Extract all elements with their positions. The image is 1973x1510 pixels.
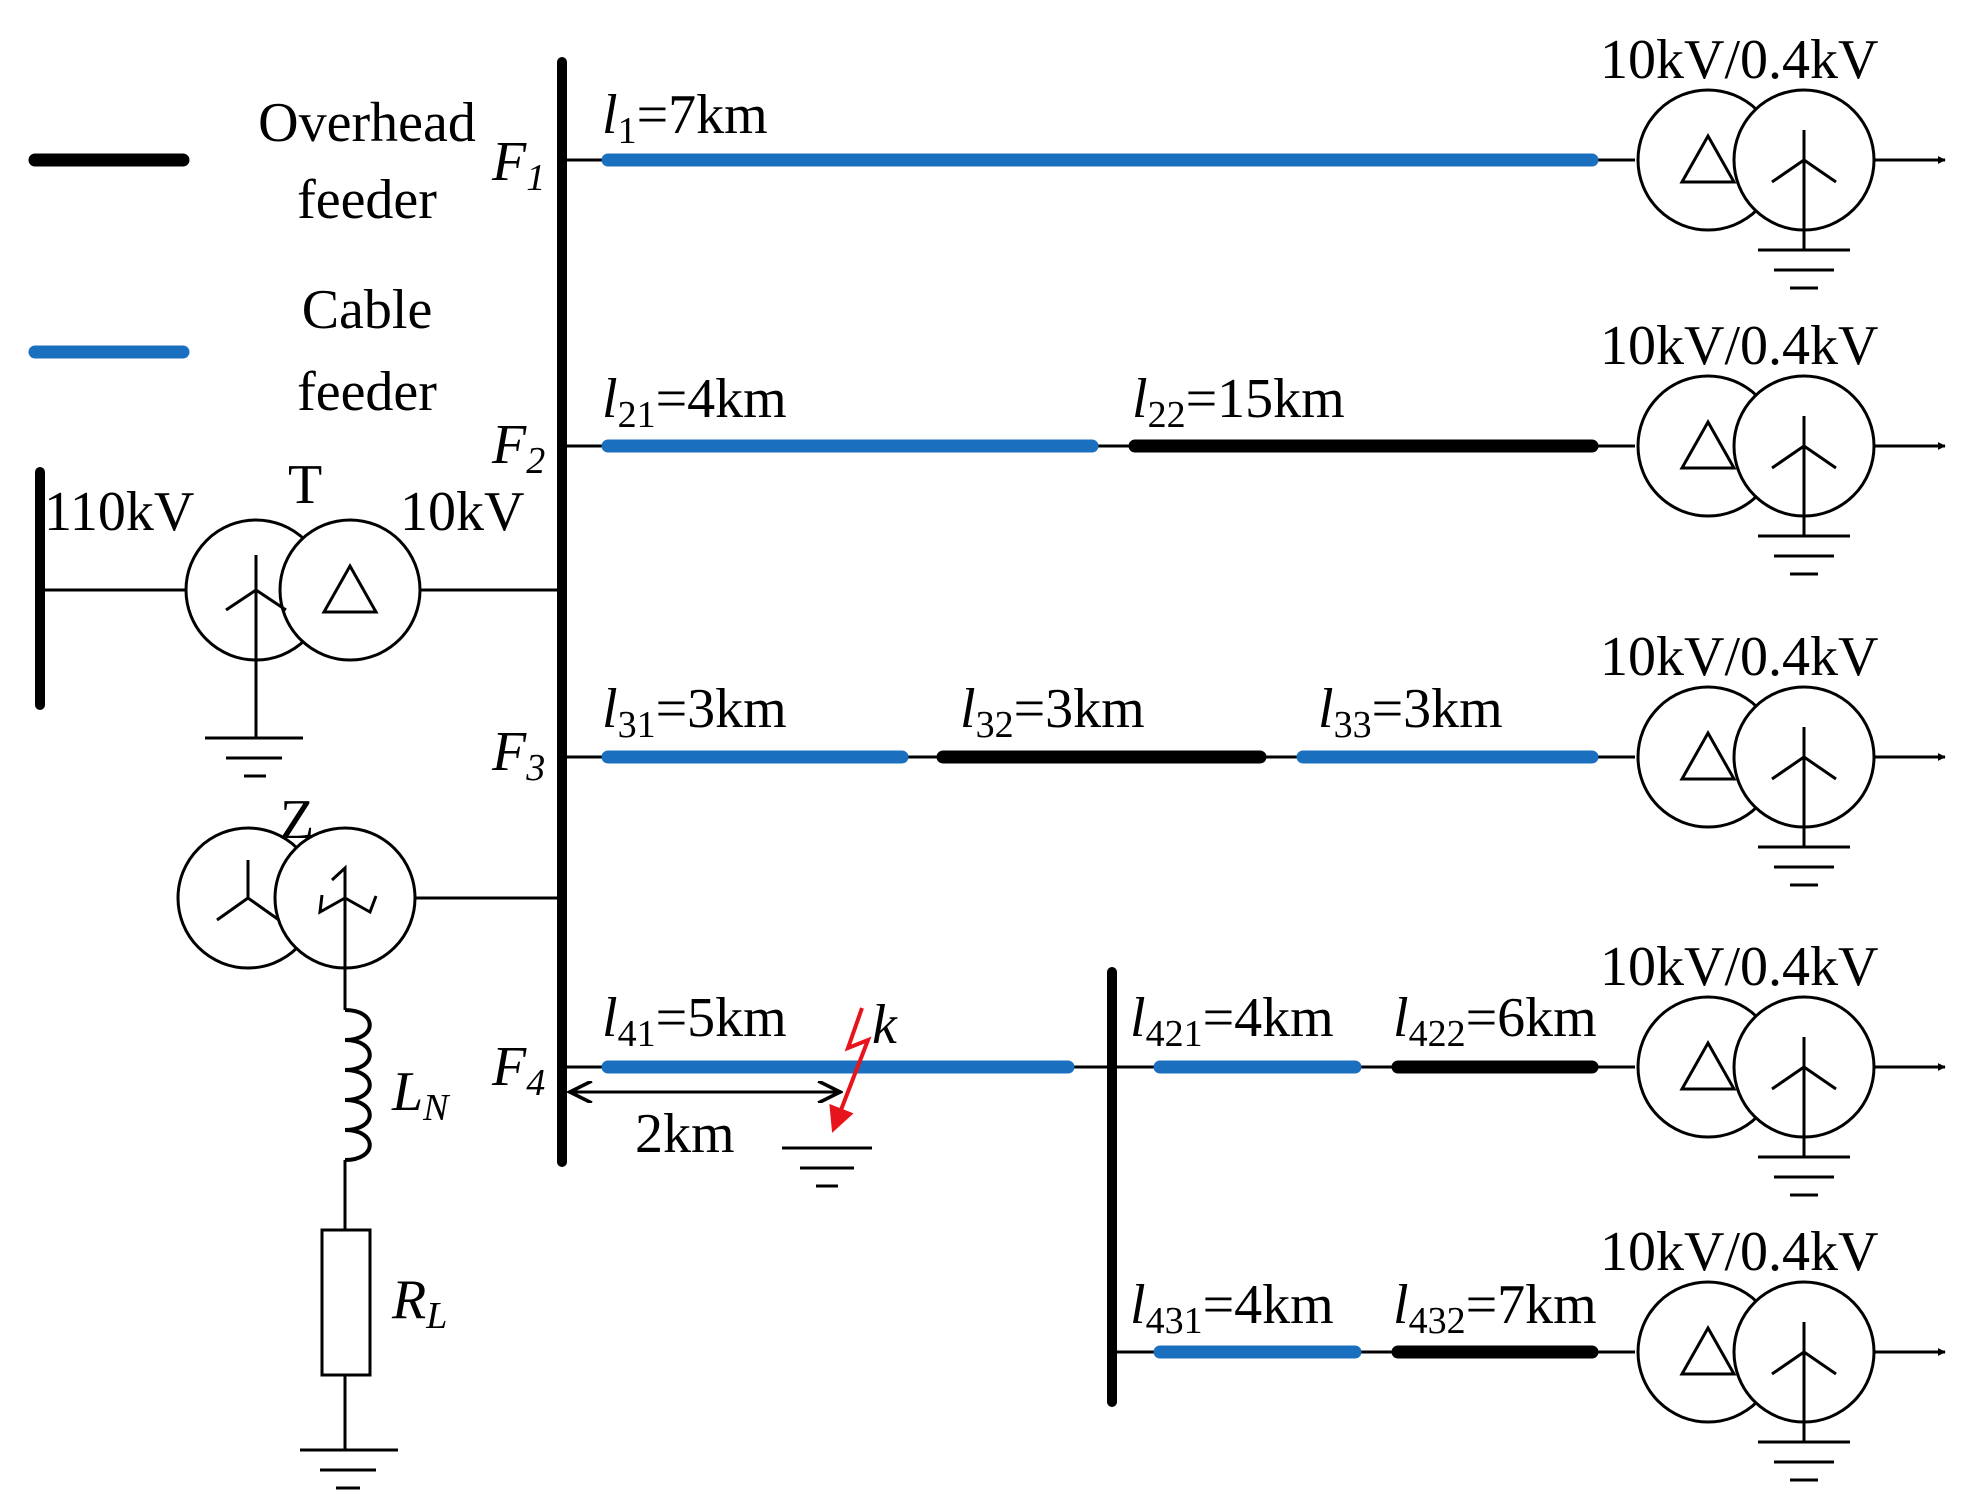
transformer-ground-icon (205, 736, 303, 778)
segment-label-l432: l432=7km (1393, 1274, 1597, 1342)
load-transformer-label: 10kV/0.4kV (1600, 1221, 1878, 1283)
load-transformer-1: 10kV/0.4kV (1600, 29, 1946, 290)
load-ground-icon (1758, 1155, 1850, 1197)
hv-voltage-label: 110kV (44, 481, 194, 543)
segment-label-l421: l421=4km (1130, 987, 1334, 1055)
source-section: 110kV T 10kV (35, 454, 560, 778)
segment-label-l21: l21=4km (602, 368, 787, 436)
legend-overhead-line1: Overhead (258, 92, 476, 154)
wye-winding-icon (1771, 416, 1837, 536)
wye-winding-icon-z1 (216, 860, 280, 922)
load-transformer-4: 10kV/0.4kV (1600, 936, 1946, 1197)
resistor-label: RL (391, 1269, 447, 1337)
load-transformer-2: 10kV/0.4kV (1600, 315, 1946, 576)
legend-cable-line1: Cable (302, 279, 433, 341)
load-transformer-3: 10kV/0.4kV (1600, 626, 1946, 887)
load-ground-icon (1758, 248, 1850, 290)
segment-label-l31: l31=3km (602, 678, 787, 746)
load-ground-icon (1758, 534, 1850, 576)
delta-winding-icon (321, 562, 379, 614)
load-transformer-5: 10kV/0.4kV (1600, 1221, 1946, 1482)
feeder-label-f4: F4 (491, 1036, 545, 1104)
load-transformers: 10kV/0.4kV 10kV/0.4kV 10kV/0.4kV 10kV/0.4kV… (1600, 29, 1946, 1482)
wye-winding-icon (1771, 130, 1837, 250)
delta-winding-icon (1679, 1039, 1737, 1091)
fault-ground-icon (782, 1146, 872, 1188)
delta-winding-icon (1679, 729, 1737, 781)
inductor-coil-icon (344, 1008, 372, 1162)
legend-overhead-line2: feeder (297, 169, 437, 231)
segment-labels: l1=7km l21=4km l22=15km l31=3km l32=3km … (602, 84, 1597, 1342)
segment-label-l422: l422=6km (1393, 987, 1597, 1055)
neutral-ground-icon (300, 1448, 398, 1490)
load-transformer-label: 10kV/0.4kV (1600, 936, 1878, 998)
load-ground-icon (1758, 845, 1850, 887)
wye-winding-icon (1771, 1322, 1837, 1442)
main-transformer-T (184, 518, 422, 778)
wye-winding-icon (225, 555, 287, 612)
transformer-name-label: T (288, 454, 322, 516)
feeder-label-f2: F2 (491, 414, 545, 482)
zigzag-winding-icon (318, 864, 378, 915)
feeder-label-f3: F3 (491, 721, 545, 789)
segment-label-l431: l431=4km (1130, 1274, 1334, 1342)
delta-winding-icon (1679, 418, 1737, 470)
segment-label-l22: l22=15km (1132, 368, 1345, 436)
wye-winding-icon (1771, 727, 1837, 847)
load-ground-icon (1758, 1440, 1850, 1482)
segment-label-l41: l41=5km (602, 987, 787, 1055)
grounding-section: Z LN RL (176, 789, 560, 1490)
legend-cable-line2: feeder (297, 361, 437, 423)
grounding-transformer-Z (176, 826, 417, 970)
fault-lightning-icon (829, 1007, 872, 1133)
feeder-label-f1: F1 (491, 131, 545, 199)
lv-voltage-label: 10kV (400, 481, 524, 543)
load-transformer-label: 10kV/0.4kV (1600, 29, 1878, 91)
segments (601, 153, 1599, 1359)
inductor-label: LN (391, 1061, 451, 1129)
segment-label-l33: l33=3km (1318, 678, 1503, 746)
fault-point: k 2km (572, 994, 898, 1188)
delta-winding-icon (1679, 132, 1737, 184)
legend: Overhead feeder Cable feeder (28, 92, 476, 423)
resistor-icon (320, 1228, 372, 1377)
delta-winding-icon (1679, 1324, 1737, 1376)
feeder-labels: F1 F2 F3 F4 (491, 131, 545, 1104)
fault-distance-label: 2km (635, 1103, 735, 1165)
segment-label-l32: l32=3km (960, 678, 1145, 746)
wye-winding-icon (1771, 1037, 1837, 1157)
fault-label: k (872, 994, 898, 1056)
segment-label-l1: l1=7km (602, 84, 768, 152)
load-transformer-label: 10kV/0.4kV (1600, 315, 1878, 377)
load-transformer-label: 10kV/0.4kV (1600, 626, 1878, 688)
